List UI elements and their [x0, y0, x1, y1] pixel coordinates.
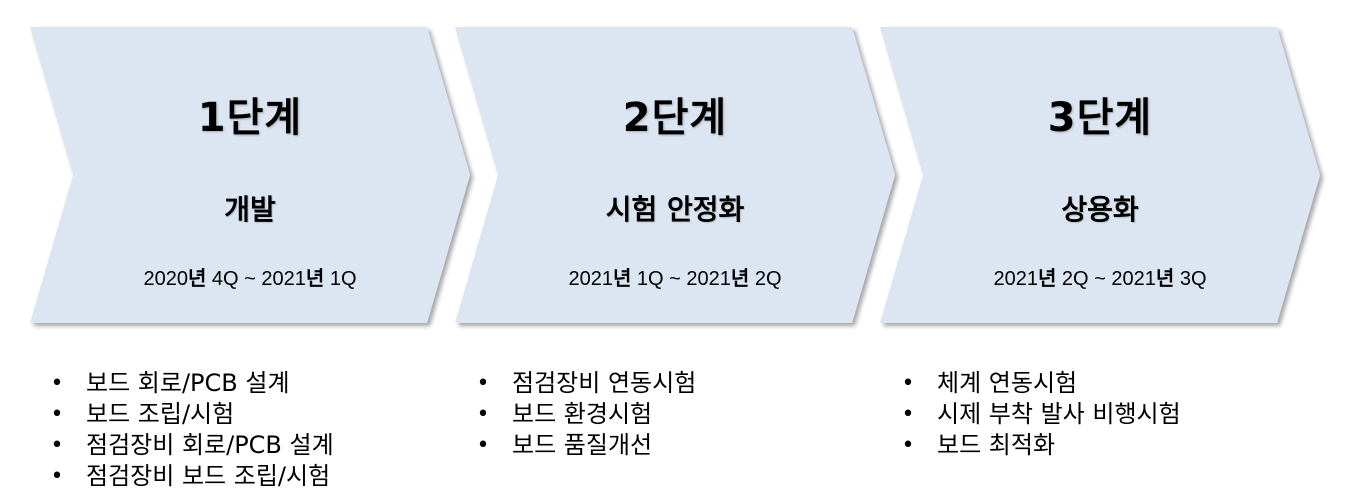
stage-3-task-list: • 체계 연동시험 • 시제 부착 발사 비행시험 • 보드 최적화 — [893, 368, 1181, 461]
stage-period: 2021년 2Q ~ 2021년 3Q — [910, 262, 1290, 291]
period-end-unit: 년 — [1155, 266, 1175, 290]
stage-title: 2단계 — [622, 95, 728, 141]
period-end-year: 2021 — [1111, 268, 1156, 290]
period-start-unit: 년 — [187, 266, 207, 290]
period-end-year: 2021 — [686, 268, 731, 290]
stage-subtitle: 시험 안정화 — [605, 193, 745, 226]
chevron-stage-1 — [30, 27, 470, 323]
task-label: 체계 연동시험 — [937, 369, 1078, 397]
bullet-icon: • — [50, 433, 64, 458]
bullet-icon: • — [901, 402, 915, 427]
bullet-icon: • — [50, 464, 64, 489]
stage-2: 2단계 시험 안정화 2021년 1Q ~ 2021년 2Q — [485, 30, 865, 320]
chevron-stage-3 — [880, 27, 1320, 323]
bullet-icon: • — [476, 371, 490, 396]
task-label: 시제 부착 발사 비행시험 — [937, 400, 1181, 428]
bullet-icon: • — [50, 371, 64, 396]
period-end-quarter: 2Q — [749, 268, 782, 290]
bullet-icon: • — [50, 402, 64, 427]
stage-1: 1단계 개발 2020년 4Q ~ 2021년 1Q — [60, 30, 440, 320]
list-item: • 점검장비 연동시험 — [468, 368, 697, 399]
stage-period: 2021년 1Q ~ 2021년 2Q — [485, 262, 865, 291]
task-label: 점검장비 회로/PCB 설계 — [86, 431, 334, 459]
stage-subtitle: 개발 — [224, 193, 276, 226]
bullet-icon: • — [901, 433, 915, 458]
list-item: • 시제 부착 발사 비행시험 — [893, 399, 1181, 430]
stage-1-task-list: •보드 회로/PCB 설계 •보드 조립/시험 •점검장비 회로/PCB 설계 … — [42, 368, 334, 492]
task-label: 보드 조립/시험 — [86, 400, 235, 428]
period-start-year: 2021 — [993, 268, 1038, 290]
list-item: • 보드 환경시험 — [468, 399, 696, 430]
period-end-quarter: 1Q — [324, 268, 357, 290]
chevron-stage-2 — [455, 27, 895, 323]
period-start-year: 2021 — [568, 268, 613, 290]
task-label: 보드 최적화 — [937, 431, 1056, 459]
bullet-icon: • — [476, 433, 490, 458]
period-start-unit: 년 — [1037, 266, 1057, 290]
list-item: • 점검장비 보드 조립/시험 — [42, 461, 334, 492]
stage-2-task-list: • 점검장비 연동시험 • 보드 환경시험 • 보드 품질개선 — [468, 368, 697, 461]
list-item: • 보드 최적화 — [893, 430, 1181, 461]
task-label: 보드 환경시험 — [512, 400, 653, 428]
list-item: • 보드 회로/PCB 설계 — [42, 368, 334, 399]
period-start-unit: 년 — [612, 266, 632, 290]
bullet-icon: • — [476, 402, 490, 427]
period-start-quarter: 1Q ~ — [631, 268, 687, 290]
period-start-quarter: 2Q ~ — [1056, 268, 1112, 290]
list-item: • 보드 품질개선 — [468, 430, 696, 461]
stage-period: 2020년 4Q ~ 2021년 1Q — [60, 262, 440, 291]
stage-title: 1단계 — [197, 95, 303, 141]
task-label: 보드 품질개선 — [512, 431, 653, 459]
task-label: 점검장비 연동시험 — [512, 369, 697, 397]
period-end-unit: 년 — [305, 266, 325, 290]
stage-3: 3단계 상용화 2021년 2Q ~ 2021년 3Q — [910, 30, 1290, 320]
list-item: • 체계 연동시험 — [893, 368, 1181, 399]
period-end-year: 2021 — [261, 268, 306, 290]
task-label: 보드 회로/PCB 설계 — [86, 369, 290, 397]
period-end-unit: 년 — [730, 266, 750, 290]
period-start-year: 2020 — [143, 268, 188, 290]
bullet-icon: • — [901, 371, 915, 396]
period-end-quarter: 3Q — [1174, 268, 1207, 290]
stage-title: 3단계 — [1047, 95, 1153, 141]
period-start-quarter: 4Q ~ — [206, 268, 262, 290]
list-item: • 보드 조립/시험 — [42, 399, 334, 430]
stage-subtitle: 상용화 — [1061, 193, 1139, 226]
task-label: 점검장비 보드 조립/시험 — [86, 462, 331, 490]
list-item: • 점검장비 회로/PCB 설계 — [42, 430, 334, 461]
